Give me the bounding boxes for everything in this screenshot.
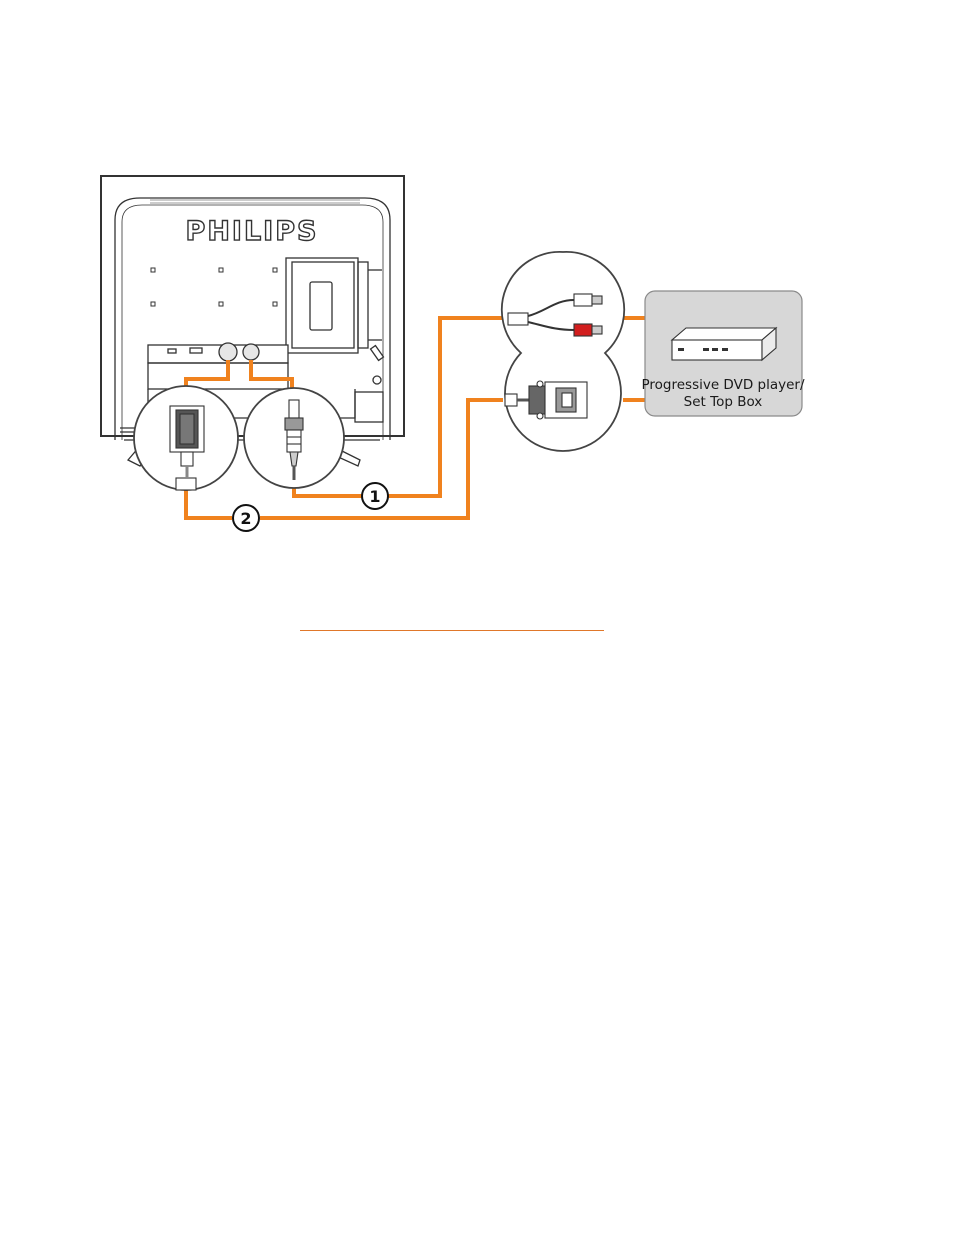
step-marker-1: 1 — [362, 483, 388, 509]
dvd-player-icon — [672, 328, 776, 360]
monitor-brand-logo: PHILIPS — [186, 216, 319, 247]
hyperlink-underline[interactable] — [300, 630, 604, 631]
device-label-line2: Set Top Box — [684, 394, 763, 410]
zoom-source-connectors — [502, 252, 624, 451]
figure-eight-outline — [502, 252, 624, 451]
step-number-2: 2 — [240, 509, 251, 528]
device-label-line1: Progressive DVD player/ — [641, 377, 804, 393]
step-marker-2: 2 — [233, 505, 259, 531]
dvd-player-box: Progressive DVD player/ Set Top Box — [641, 291, 804, 416]
step-number-1: 1 — [369, 487, 380, 506]
zoom-audio-connector-monitor — [244, 388, 344, 488]
zoom-vga-connector-monitor — [134, 386, 238, 490]
